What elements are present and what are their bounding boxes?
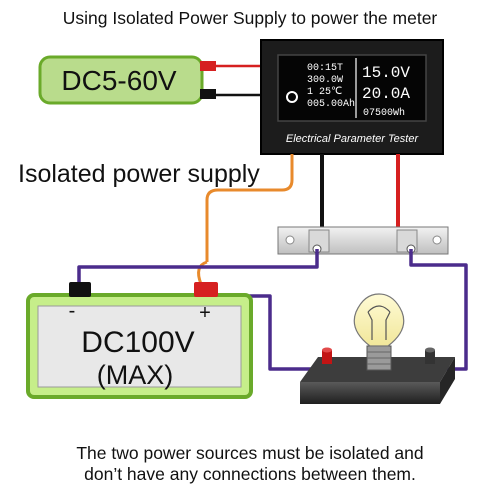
source-voltage-label: DC5-60V [61,65,176,96]
battery-max-note: (MAX) [97,360,174,390]
orange-sense-wire [205,154,294,262]
meter-button[interactable] [286,91,298,103]
source-body [38,55,204,105]
lamp-base-front [300,382,440,404]
lamp-terminal-red-top [322,347,332,353]
reading-time: 00:15T [307,63,343,74]
panel-meter: 00:15T 300.0W 1 25℃ 005.00Ah 15.0V 20.0A… [260,39,444,155]
lamp-base-side [440,357,455,404]
battery-minus-sign: - [69,300,76,322]
reading-energy: 07500Wh [363,107,405,119]
reading-voltage: 15.0V [362,64,410,82]
footer-line-2: don’t have any connections between them. [84,464,416,484]
reading-capacity: 005.00Ah [307,98,355,110]
lamp-load [300,293,455,404]
battery-positive-terminal [194,282,218,297]
battery-voltage-label: DC100V [81,326,194,359]
meter-caption: Electrical Parameter Tester [286,133,420,145]
diagram-title: Using Isolated Power Supply to power the… [62,8,438,28]
meter-screen [277,54,427,122]
orange-sense-wire-tail [197,260,208,285]
lamp-terminal-black-top [425,347,435,353]
battery-plus-sign: + [199,302,211,324]
source-black-terminal [200,89,216,99]
footer-line-1: The two power sources must be isolated a… [76,443,424,463]
dc-source-module: DC5-60V [38,55,216,105]
source-red-terminal [200,61,216,71]
shunt-body [277,226,449,255]
battery-negative-terminal [69,282,91,297]
shunt-hole-right [432,235,442,245]
purple-wire-battery-minus [77,249,319,285]
purple-wire-shunt-to-load [409,249,468,371]
lamp-terminal-black [425,350,435,364]
reading-current: 20.0A [362,85,410,103]
shunt-resistor [277,226,449,255]
lamp-terminal-red [322,350,332,364]
shunt-hole-left [285,235,295,245]
battery-100v: - + DC100V (MAX) [26,282,253,399]
reading-temperature: 1 25℃ [307,87,342,98]
isolated-supply-label: Isolated power supply [18,160,260,188]
lamp-filament [367,305,391,340]
battery-label-panel [37,305,242,388]
lamp-bulb [353,293,405,347]
reading-power: 300.0W [307,75,343,86]
